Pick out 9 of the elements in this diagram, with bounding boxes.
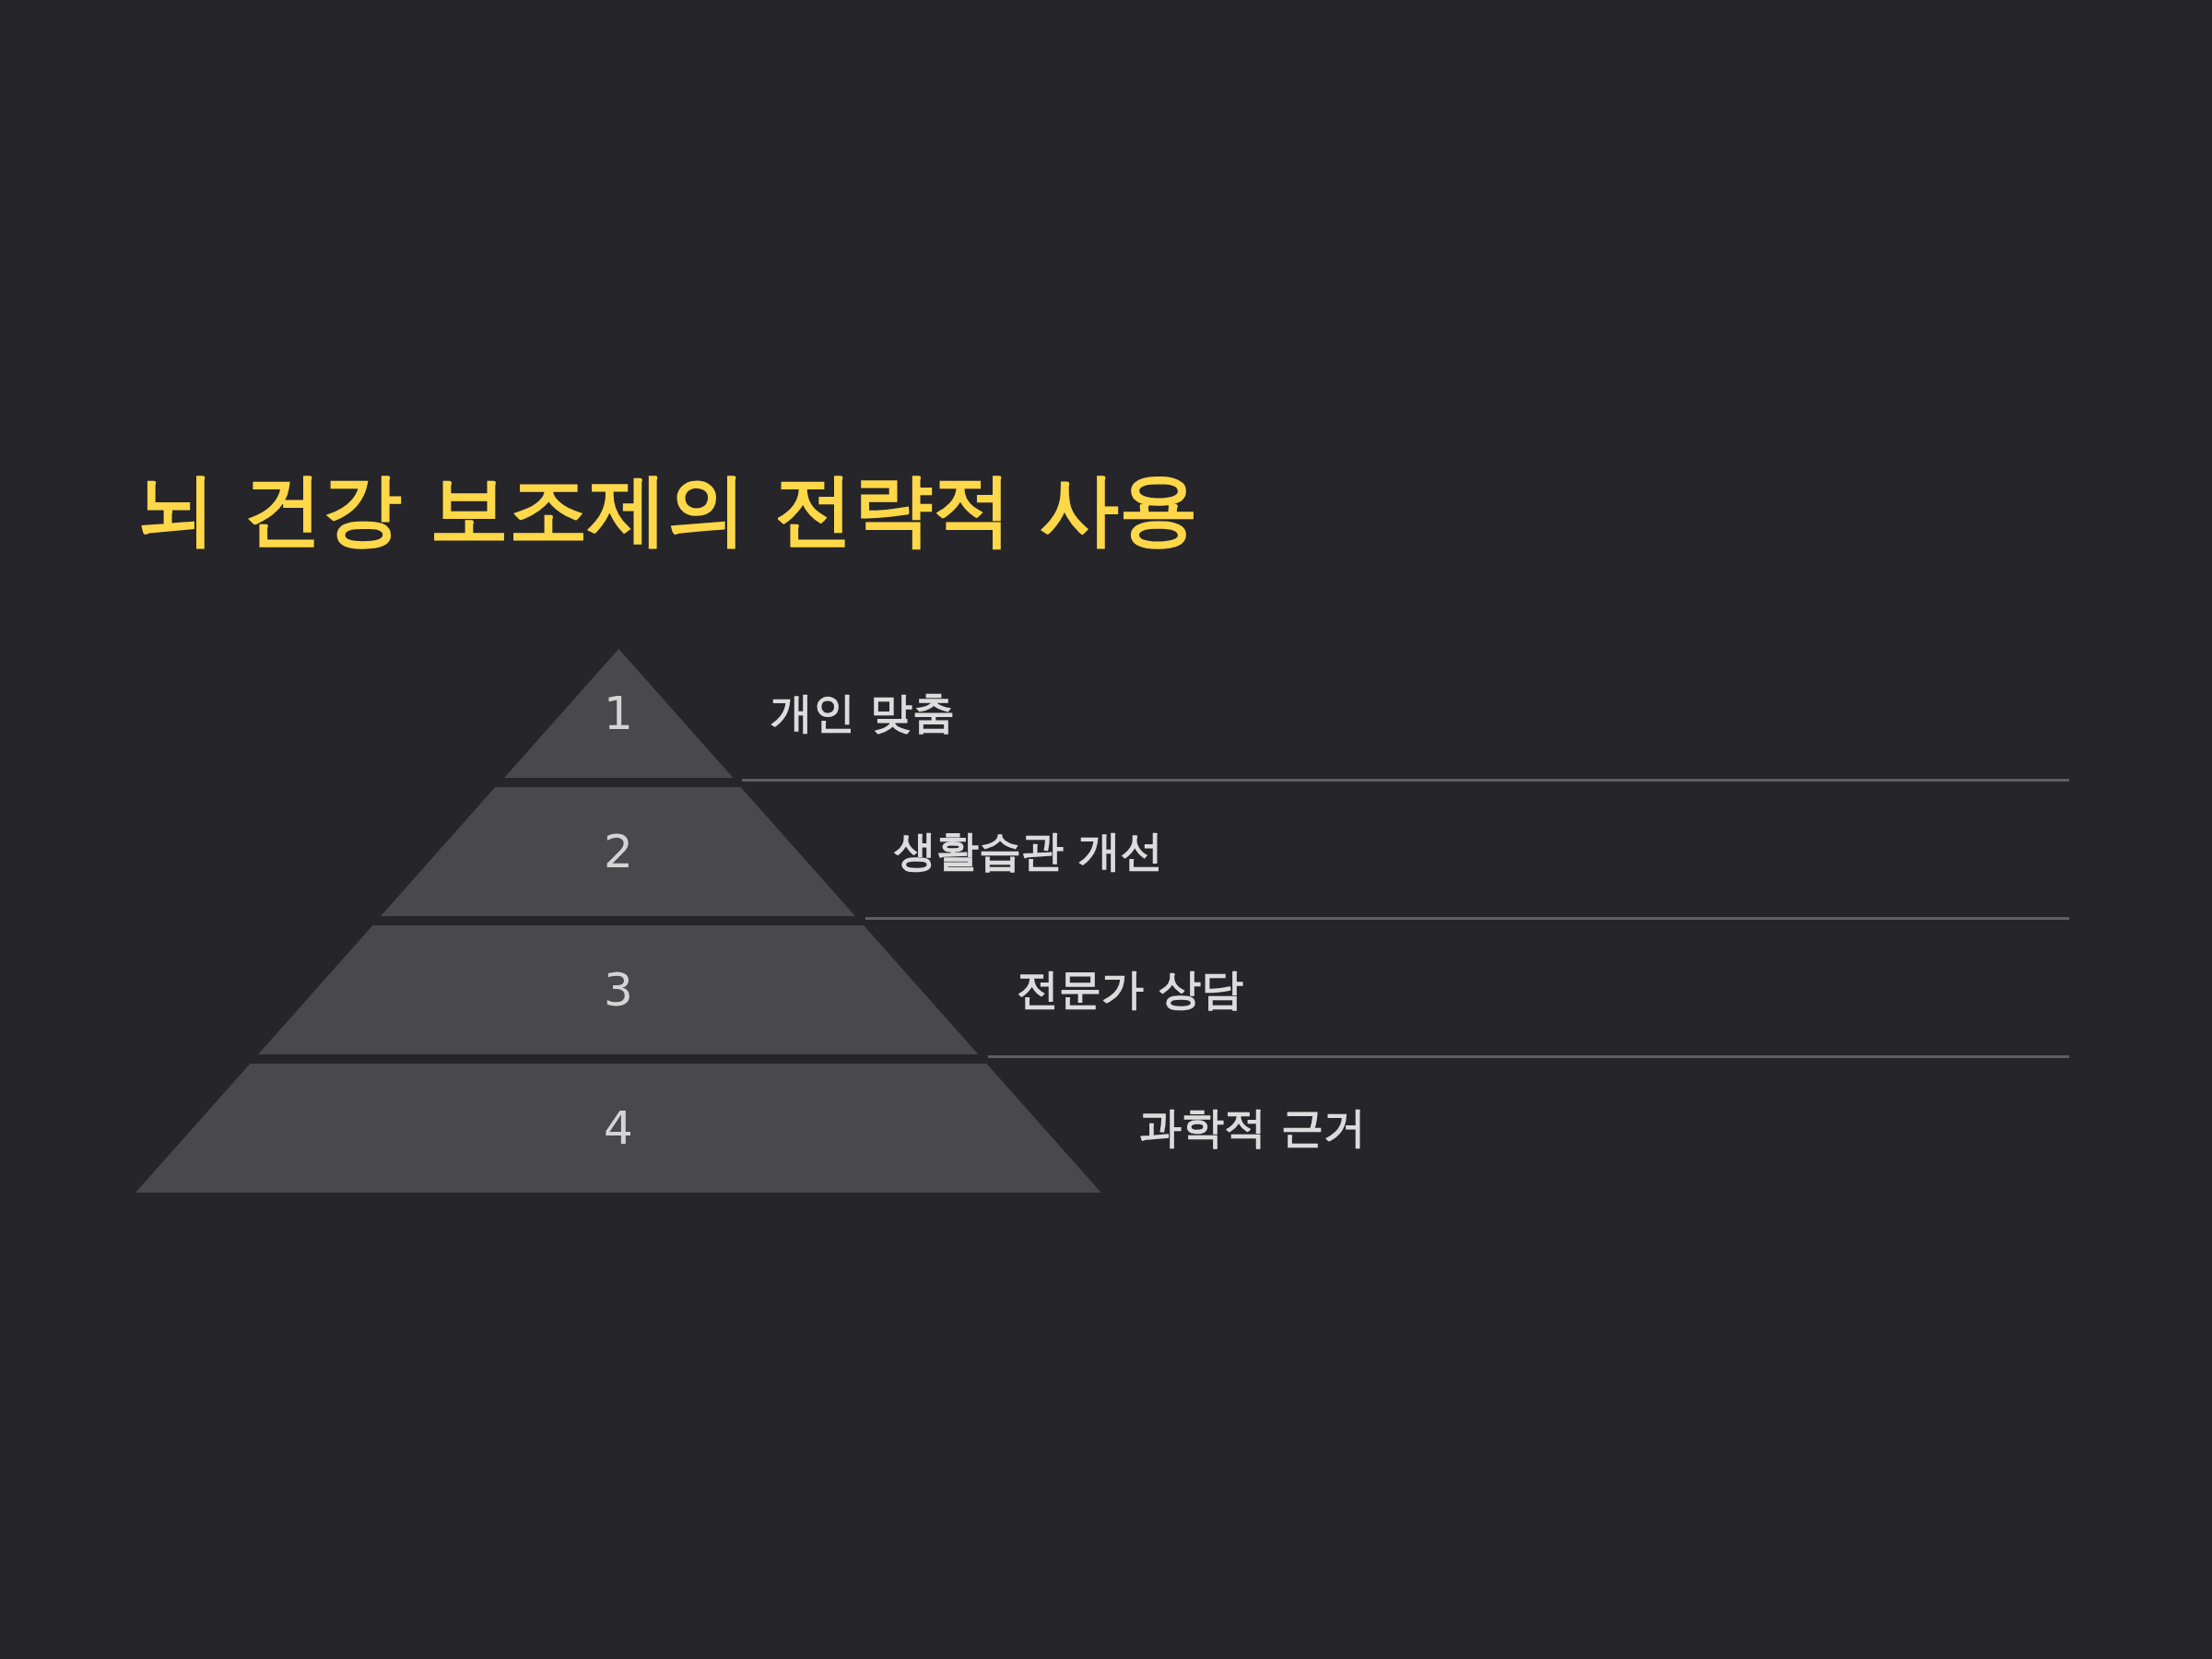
tier-label: 전문가 상담 xyxy=(1016,964,1243,1016)
tier-number: 3 xyxy=(604,967,633,1013)
title: 뇌 건강 보조제의 전략적 사용 xyxy=(136,462,1198,557)
tier-label: 생활습관 개선 xyxy=(893,826,1163,877)
tier-number: 2 xyxy=(604,829,633,875)
tier-number: 1 xyxy=(604,690,633,736)
tier-number: 4 xyxy=(604,1105,633,1151)
tier-label: 개인 맞춤 xyxy=(771,688,956,739)
tier-label: 과학적 근거 xyxy=(1138,1102,1366,1154)
